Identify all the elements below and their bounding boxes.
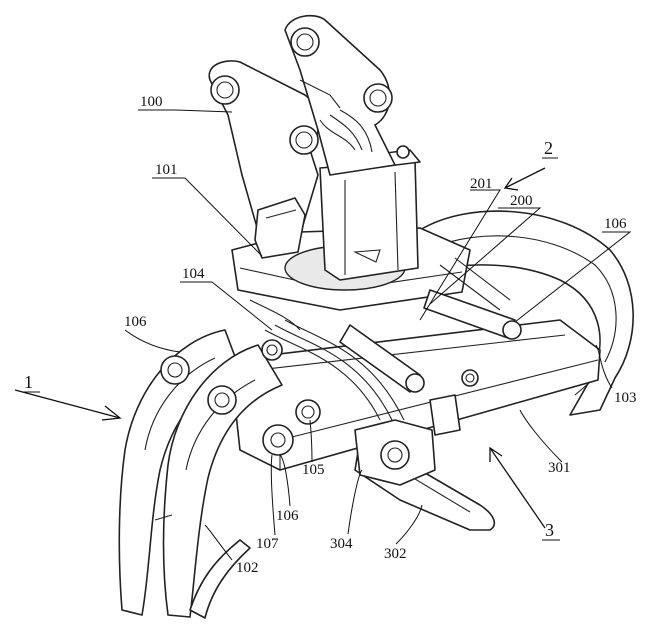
label-2: 2 xyxy=(544,138,553,158)
label-102: 102 xyxy=(236,560,259,576)
label-201: 201 xyxy=(470,176,493,192)
label-200: 200 xyxy=(510,193,533,209)
label-105: 105 xyxy=(302,462,325,478)
left-claws-102 xyxy=(118,329,283,619)
label-107: 107 xyxy=(256,536,279,552)
label-1: 1 xyxy=(24,372,33,392)
label-104: 104 xyxy=(182,266,205,282)
label-106-bottom: 106 xyxy=(276,508,299,524)
motor-304 xyxy=(354,394,461,486)
label-106-right: 106 xyxy=(604,216,627,232)
label-101: 101 xyxy=(155,162,178,178)
label-106-left: 106 xyxy=(124,314,147,330)
label-304: 304 xyxy=(330,536,353,552)
pins xyxy=(160,339,321,456)
direction-arrows xyxy=(14,157,560,541)
main-beam-301 xyxy=(229,319,601,471)
label-103: 103 xyxy=(614,390,637,406)
leader-lines xyxy=(124,109,632,561)
hoses xyxy=(249,299,405,421)
label-100: 100 xyxy=(140,94,163,110)
label-301: 301 xyxy=(548,460,571,476)
label-3: 3 xyxy=(545,520,554,540)
valve-block xyxy=(254,197,306,259)
cylinders xyxy=(339,257,522,393)
right-claw-103 xyxy=(419,210,634,416)
label-302: 302 xyxy=(384,546,407,562)
